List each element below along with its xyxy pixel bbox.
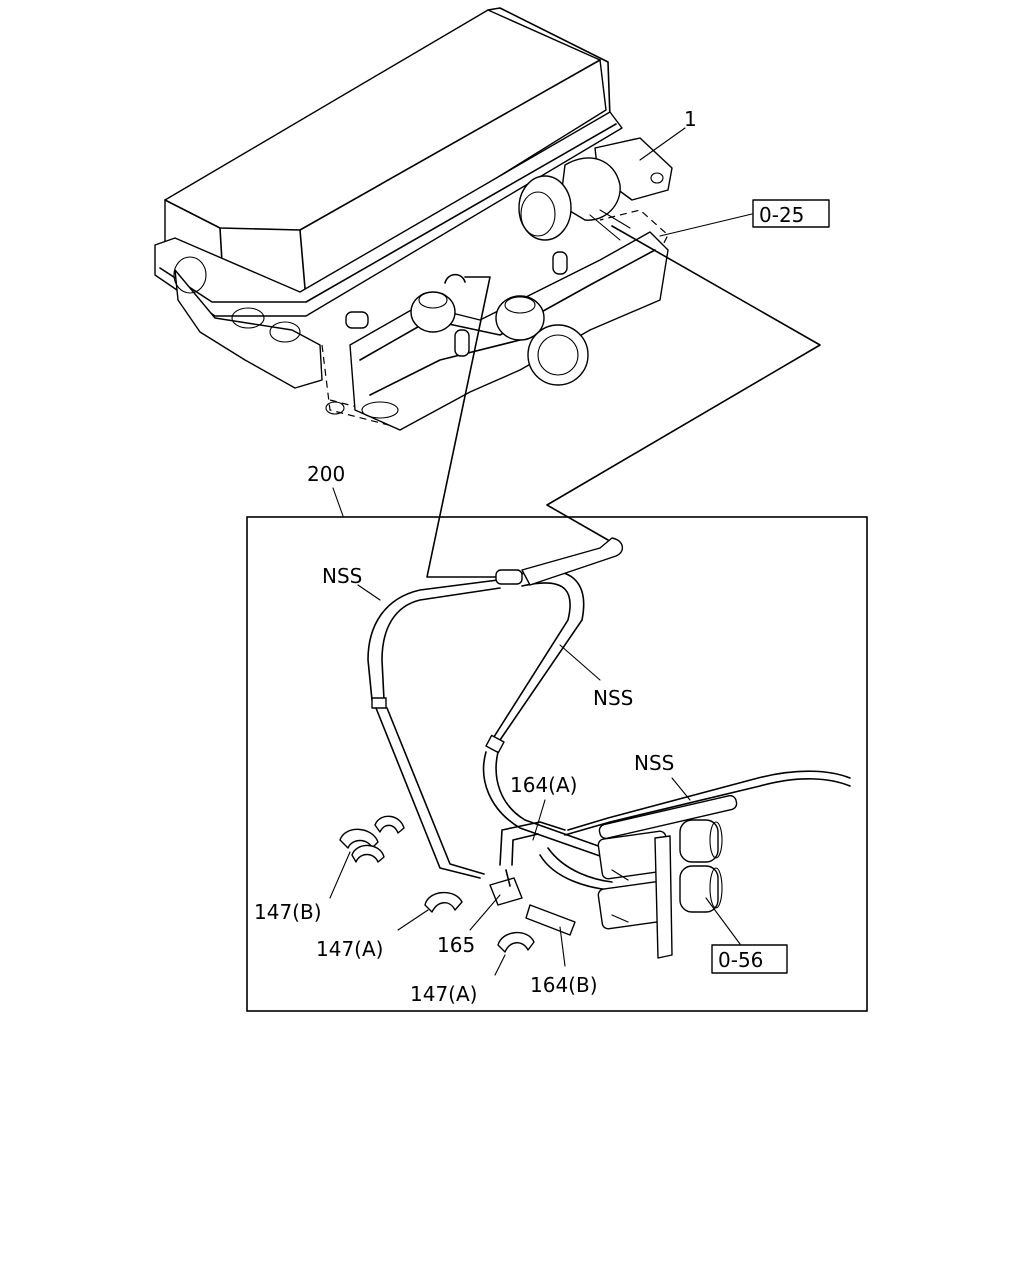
label-nss-left: NSS — [322, 564, 362, 588]
ref-box-0-56 — [711, 944, 788, 974]
label-assembly-200: 200 — [307, 462, 345, 486]
label-part-164a: 164(A) — [510, 773, 577, 797]
clip-147a-lower — [497, 931, 535, 953]
clip-147a-upper — [424, 891, 463, 913]
engine-cylinder-head — [154, 7, 669, 431]
label-ref-0-25: 0-25 — [759, 203, 804, 227]
label-nss-right: NSS — [593, 686, 633, 710]
label-part-147a-upper: 147(A) — [316, 937, 383, 961]
egr-valve — [518, 137, 673, 241]
label-part-164b: 164(B) — [530, 973, 598, 997]
label-ref-0-56: 0-56 — [718, 948, 763, 972]
label-part-147b: 147(B) — [254, 900, 322, 924]
label-part-147a-lower: 147(A) — [410, 982, 477, 1006]
tee-fitting-165 — [489, 869, 523, 906]
label-nss-top-right: NSS — [634, 751, 674, 775]
assembly-200-box — [246, 516, 868, 1012]
label-part-1: 1 — [684, 107, 697, 131]
label-part-165: 165 — [437, 933, 475, 957]
vsv-solenoid-assembly — [597, 819, 723, 959]
ref-box-0-25 — [752, 199, 830, 228]
vacuum-hoses — [367, 537, 851, 936]
clip-147b — [339, 815, 405, 863]
vacuum-routing-lines — [426, 225, 821, 578]
